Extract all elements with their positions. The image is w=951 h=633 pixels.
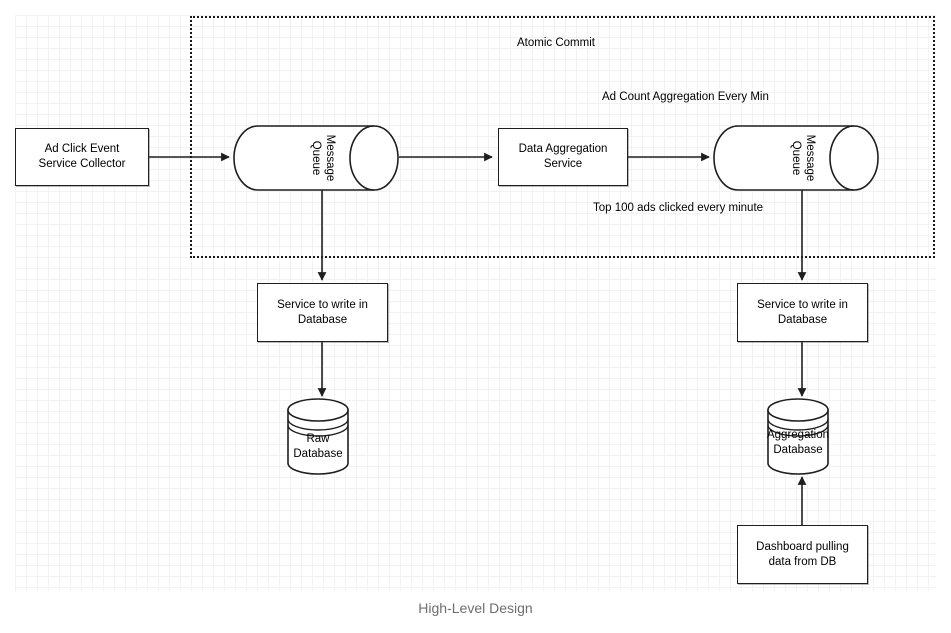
atomic-commit-region: [190, 16, 935, 258]
node-label-raw-database: Raw Database: [293, 433, 343, 460]
node-dashboard-pulling-data-from-db[interactable]: Dashboard pulling data from DB: [737, 525, 868, 584]
node-label-aggregation-database: Aggregation Database: [766, 429, 830, 456]
diagram-caption: High-Level Design: [418, 600, 533, 616]
atomic-commit-label: Atomic Commit: [517, 37, 595, 49]
node-label: Ad Click Event Service Collector: [38, 143, 126, 170]
node-service-to-write-in-database-raw[interactable]: Service to write in Database: [257, 283, 388, 342]
top-100-ads-label: Top 100 ads clicked every minute: [593, 202, 764, 214]
ad-count-aggregation-label: Ad Count Aggregation Every Min: [602, 91, 769, 103]
node-label-queue1: Message Queue: [310, 134, 336, 182]
node-ad-click-event-service-collector[interactable]: Ad Click Event Service Collector: [15, 128, 149, 186]
node-service-to-write-in-database-aggregation[interactable]: Service to write in Database: [737, 283, 868, 342]
node-data-aggregation-service[interactable]: Data Aggregation Service: [498, 128, 628, 186]
node-label: Data Aggregation Service: [518, 143, 608, 170]
node-label: Service to write in Database: [757, 298, 848, 326]
node-label: Dashboard pulling data from DB: [756, 540, 849, 568]
node-label: Service to write in Database: [277, 298, 368, 326]
node-label-queue2: Message Queue: [790, 134, 816, 182]
